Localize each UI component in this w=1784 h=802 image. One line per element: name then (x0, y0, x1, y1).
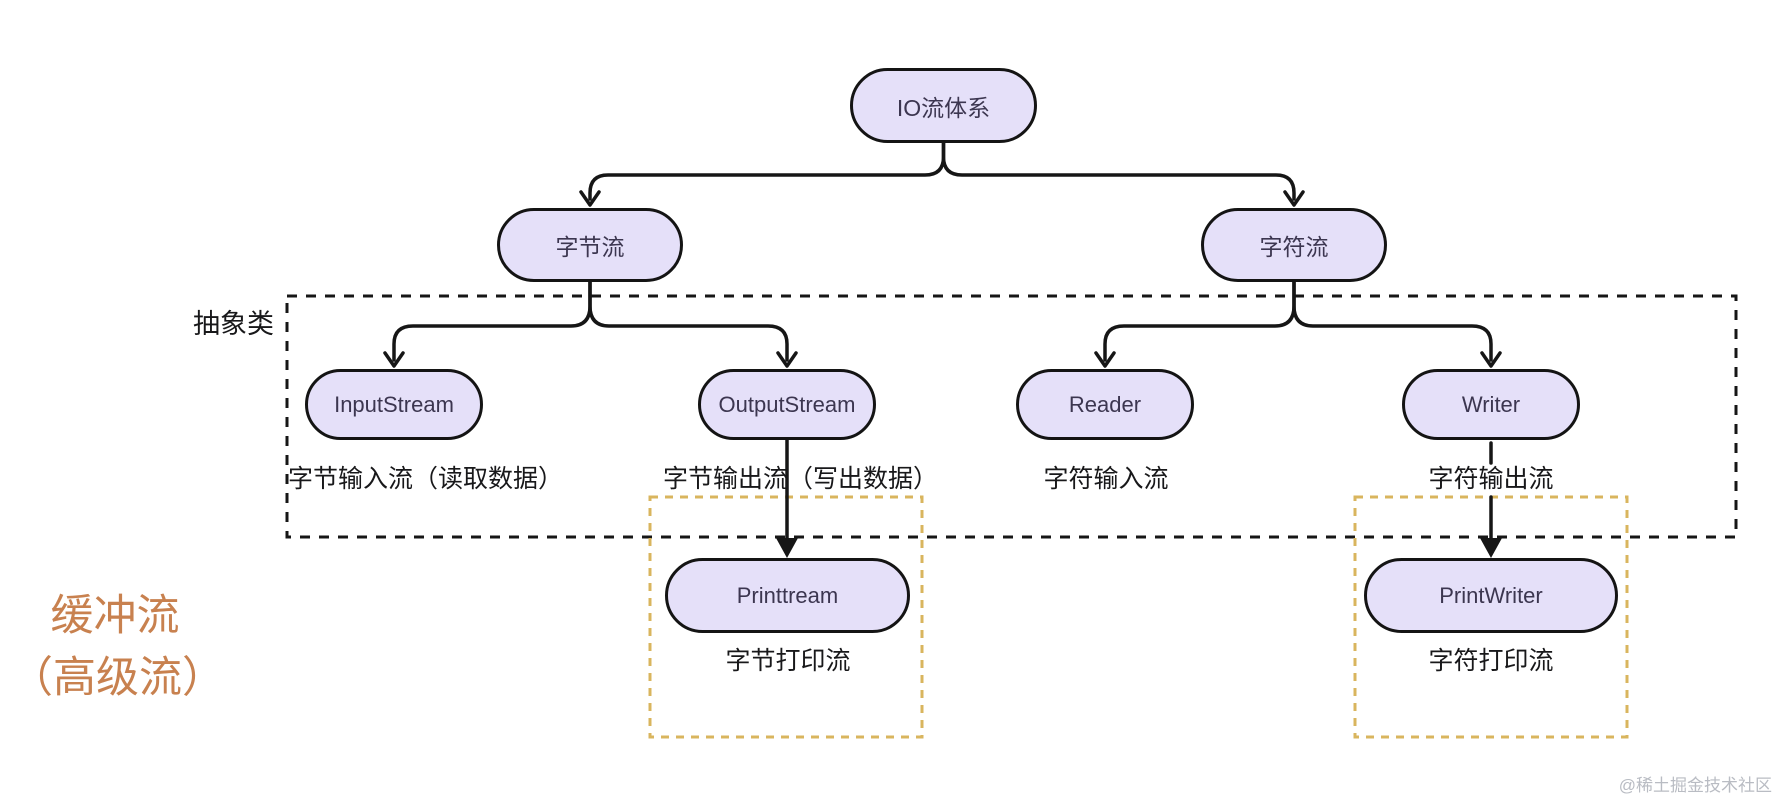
node-io-stream-system: IO流体系 (850, 68, 1037, 143)
arrowhead-printwriter (1480, 538, 1502, 558)
node-printstream: Printtream (665, 558, 910, 633)
arrowhead-reader (1094, 351, 1116, 368)
node-byte-stream: 字节流 (497, 208, 683, 282)
node-writer: Writer (1402, 369, 1580, 440)
label-char-output-stream: 字符输出流 (1428, 465, 1554, 493)
label-byte-output-stream: 字节输出流（写出数据） (663, 465, 939, 493)
node-reader: Reader (1016, 369, 1194, 440)
node-char-stream: 字符流 (1201, 208, 1387, 282)
node-inputstream: InputStream (305, 369, 483, 440)
watermark: @稀土掘金技术社区 (1618, 776, 1772, 795)
buffered-stream-line1: 缓冲流 (50, 592, 180, 640)
arrowhead-byte (579, 190, 601, 207)
edge-io-to-char (941, 141, 1296, 201)
arrowhead-char (1283, 190, 1305, 207)
label-byte-print-stream: 字节打印流 (725, 647, 851, 675)
label-byte-input-stream: 字节输入流（读取数据） (288, 465, 564, 493)
buffered-stream-line2: （高级流） (10, 654, 225, 702)
arrowhead-writer (1480, 351, 1502, 368)
edge-byte-to-outputstream (588, 280, 789, 362)
label-char-input-stream: 字符输入流 (1043, 465, 1169, 493)
arrowhead-printstream (776, 538, 798, 558)
edge-io-to-byte (588, 141, 946, 201)
abstract-class-boundary (285, 294, 1738, 539)
node-printwriter: PrintWriter (1364, 558, 1618, 633)
buffered-stream-label: 缓冲流 （高级流） (10, 585, 225, 709)
edge-char-to-writer (1292, 280, 1493, 362)
abstract-class-label: 抽象类 (193, 309, 274, 339)
label-char-print-stream: 字符打印流 (1428, 647, 1554, 675)
edge-char-to-reader (1103, 280, 1296, 362)
arrowhead-outputstream (776, 351, 798, 368)
node-outputstream: OutputStream (698, 369, 876, 440)
edge-byte-to-inputstream (392, 280, 592, 362)
arrowhead-inputstream (383, 351, 405, 368)
